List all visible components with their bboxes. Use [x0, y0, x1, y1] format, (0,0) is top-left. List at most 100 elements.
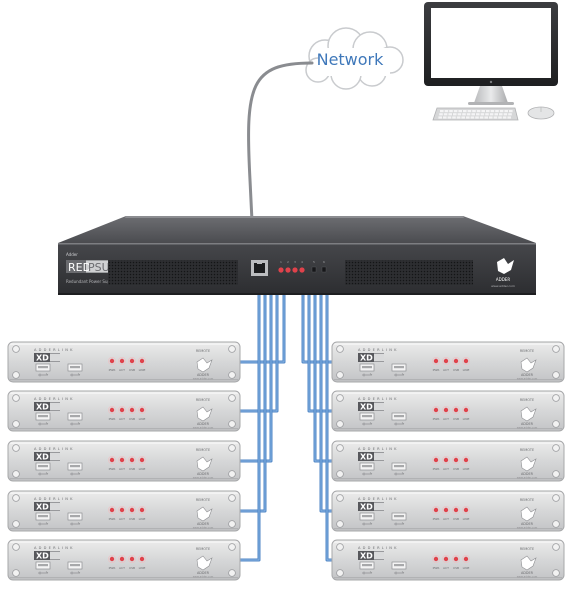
unit-label: REMOTE [196, 448, 210, 452]
usb-icon [362, 472, 373, 476]
unit-model-badge [358, 402, 384, 411]
unit-status-led [119, 556, 125, 562]
unit-label: REMOTE [520, 448, 534, 452]
unit-status-led [433, 556, 439, 562]
unit-status-led [463, 507, 469, 513]
unit-logo-text: ADDER [197, 522, 210, 526]
screw-icon [12, 444, 20, 452]
unit-led-label: USB [129, 517, 135, 521]
unit-led-label: ACT [119, 566, 125, 570]
unit-status-led [119, 507, 125, 513]
unit-led-label: PWR [109, 517, 116, 521]
unit-model: XD [36, 503, 49, 512]
unit-status-led [433, 358, 439, 364]
hub-status-led [285, 267, 291, 273]
unit-model: XD [360, 503, 373, 512]
screw-icon [552, 543, 560, 551]
unit-led-label: ACT [119, 368, 125, 372]
unit-label: REMOTE [196, 498, 210, 502]
unit-url: www.adder.com [517, 426, 538, 430]
unit-url: www.adder.com [193, 377, 214, 381]
screw-icon [228, 470, 236, 478]
unit-led-label: USB [129, 417, 135, 421]
unit-model-badge [358, 353, 384, 362]
screw-icon [552, 444, 560, 452]
unit-logo-text: ADDER [521, 522, 534, 526]
screw-icon [228, 569, 236, 577]
unit-led-label: USB [129, 566, 135, 570]
hub-status-led [278, 267, 284, 273]
screw-icon [228, 371, 236, 379]
unit-status-led [453, 407, 459, 413]
unit-status-led [119, 358, 125, 364]
unit-logo-text: ADDER [197, 422, 210, 426]
unit-led-label: USB [453, 517, 459, 521]
unit-led-label: PWR [433, 368, 440, 372]
blue-cable-highlight [234, 295, 278, 412]
screw-icon [12, 569, 20, 577]
unit-label: REMOTE [196, 349, 210, 353]
adder-logo-icon [520, 456, 537, 472]
unit-brand: ADDERLINK [358, 546, 399, 550]
unit-logo-text: ADDER [521, 571, 534, 575]
unit-model-badge [358, 551, 384, 560]
unit-brand: ADDERLINK [358, 497, 399, 501]
blue-cable-highlight [234, 295, 266, 512]
blue-cable-highlight [234, 295, 260, 561]
usb-icon [70, 422, 81, 426]
unit-led-label: USB [129, 368, 135, 372]
unit-url: www.adder.com [517, 377, 538, 381]
adder-logo-icon [520, 357, 537, 373]
unit-model: XD [36, 453, 49, 462]
unit-status-led [119, 407, 125, 413]
unit-url: www.adder.com [517, 575, 538, 579]
hub-button[interactable] [311, 266, 317, 273]
unit-led-label: ACT [443, 368, 449, 372]
unit-led-label: LINE [463, 368, 470, 372]
screw-icon [228, 543, 236, 551]
unit-led-label: ACT [443, 467, 449, 471]
unit-led-label: LINE [139, 417, 146, 421]
unit-status-led [463, 407, 469, 413]
unit-led-label: PWR [109, 467, 116, 471]
usb-icon [38, 522, 49, 526]
unit-status-led [453, 556, 459, 562]
unit-model: XD [360, 453, 373, 462]
usb-icon [38, 373, 49, 377]
hub-status-led [292, 267, 298, 273]
usb-icon [394, 571, 405, 575]
unit-brand: ADDERLINK [34, 497, 75, 501]
usb-icon [394, 472, 405, 476]
screw-icon [12, 520, 20, 528]
screw-icon [552, 420, 560, 428]
unit-status-led [139, 556, 145, 562]
unit-url: www.adder.com [193, 575, 214, 579]
hub-led-label: 1 [280, 260, 282, 264]
unit-logo-text: ADDER [197, 472, 210, 476]
unit-label: REMOTE [520, 547, 534, 551]
unit-status-led [129, 556, 135, 562]
hub-brand-right: PSU [88, 261, 110, 274]
hub-button[interactable] [321, 266, 327, 273]
screw-icon [552, 371, 560, 379]
usb-icon [394, 373, 405, 377]
blue-cable-highlight [234, 295, 285, 363]
unit-status-led [109, 556, 115, 562]
unit-status-led [109, 457, 115, 463]
screw-icon [228, 494, 236, 502]
screw-icon [336, 520, 344, 528]
ethernet-port[interactable] [251, 260, 268, 276]
usb-icon [362, 373, 373, 377]
hub-led-label: 4 [301, 260, 303, 264]
unit-led-label: LINE [139, 368, 146, 372]
unit-led-label: USB [453, 467, 459, 471]
network-cloud: Network [305, 27, 404, 90]
hub-vent-left [108, 260, 238, 285]
unit-model-badge [358, 452, 384, 461]
unit-led-label: ACT [443, 566, 449, 570]
